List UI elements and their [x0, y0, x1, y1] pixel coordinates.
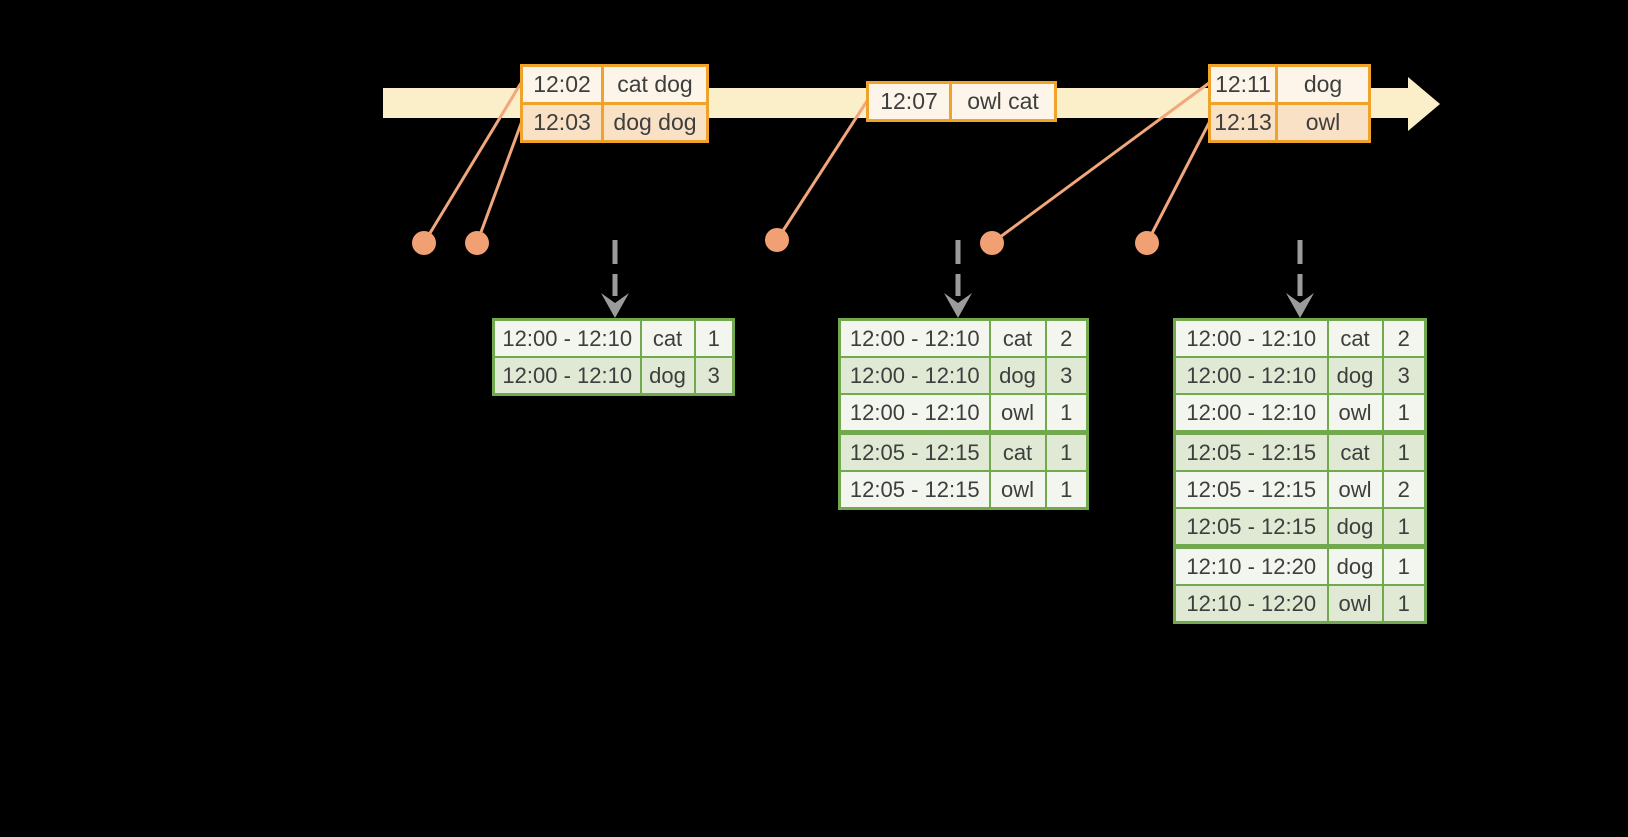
window-cell: 12:00 - 12:10 [492, 356, 642, 396]
count-cell: 3 [1044, 356, 1089, 395]
event-dot [1135, 231, 1159, 255]
count-cell: 1 [1044, 430, 1089, 472]
time-cell: 12:11 [1208, 64, 1278, 105]
word-cell: owl [988, 470, 1047, 510]
window-cell: 12:10 - 12:20 [1173, 544, 1329, 586]
time-cell: 12:02 [520, 64, 604, 105]
window-cell: 12:00 - 12:10 [838, 393, 991, 434]
trigger-arrow-icon [944, 240, 972, 318]
window-cell: 12:00 - 12:10 [492, 318, 642, 358]
count-cell: 3 [1381, 356, 1427, 395]
event-connector-line [775, 100, 869, 241]
event-dot [465, 231, 489, 255]
trigger-arrow-icon [1286, 240, 1314, 318]
event-dot [765, 228, 789, 252]
word-cell: cat [988, 430, 1047, 472]
window-cell: 12:05 - 12:15 [838, 430, 991, 472]
word-cell: dog [1326, 544, 1384, 586]
words-cell: dog [1275, 64, 1371, 105]
event-dots [412, 228, 1159, 255]
window-cell: 12:00 - 12:10 [838, 318, 991, 358]
word-cell: owl [1326, 470, 1384, 509]
window-cell: 12:05 - 12:15 [838, 470, 991, 510]
word-cell: cat [1326, 430, 1384, 472]
count-cell: 3 [693, 356, 735, 396]
count-cell: 2 [1044, 318, 1089, 358]
count-cell: 1 [1044, 470, 1089, 510]
word-cell: owl [1326, 393, 1384, 434]
time-cell: 12:13 [1208, 102, 1278, 143]
count-cell: 1 [1381, 430, 1427, 472]
word-cell: cat [988, 318, 1047, 358]
trigger-arrows [601, 240, 1314, 318]
word-cell: cat [1326, 318, 1384, 358]
word-cell: owl [988, 393, 1047, 434]
word-cell: dog [639, 356, 696, 396]
count-cell: 2 [1381, 470, 1427, 509]
count-cell: 1 [1044, 393, 1089, 434]
window-cell: 12:00 - 12:10 [838, 356, 991, 395]
event-connector-line [1145, 120, 1212, 244]
window-cell: 12:05 - 12:15 [1173, 507, 1329, 548]
count-cell: 1 [1381, 507, 1427, 548]
timeline-arrowhead-icon [1408, 77, 1440, 131]
count-cell: 1 [1381, 544, 1427, 586]
time-cell: 12:07 [866, 81, 952, 122]
window-cell: 12:00 - 12:10 [1173, 393, 1329, 434]
window-cell: 12:05 - 12:15 [1173, 470, 1329, 509]
count-cell: 2 [1381, 318, 1427, 358]
time-cell: 12:03 [520, 102, 604, 143]
words-cell: owl [1275, 102, 1371, 143]
words-cell: owl cat [949, 81, 1057, 122]
window-cell: 12:10 - 12:20 [1173, 584, 1329, 624]
window-cell: 12:00 - 12:10 [1173, 318, 1329, 358]
count-cell: 1 [1381, 393, 1427, 434]
window-cell: 12:05 - 12:15 [1173, 430, 1329, 472]
word-cell: owl [1326, 584, 1384, 624]
event-connector-line [475, 120, 524, 244]
words-cell: dog dog [601, 102, 709, 143]
word-cell: dog [1326, 356, 1384, 395]
count-cell: 1 [693, 318, 735, 358]
trigger-arrow-icon [601, 240, 629, 318]
word-cell: cat [639, 318, 696, 358]
event-connectors [422, 81, 1212, 245]
count-cell: 1 [1381, 584, 1427, 624]
event-connector-line [422, 82, 523, 244]
event-connector-line [991, 81, 1210, 245]
word-cell: dog [1326, 507, 1384, 548]
words-cell: cat dog [601, 64, 709, 105]
event-dot [412, 231, 436, 255]
window-cell: 12:00 - 12:10 [1173, 356, 1329, 395]
word-cell: dog [988, 356, 1047, 395]
event-dot [980, 231, 1004, 255]
